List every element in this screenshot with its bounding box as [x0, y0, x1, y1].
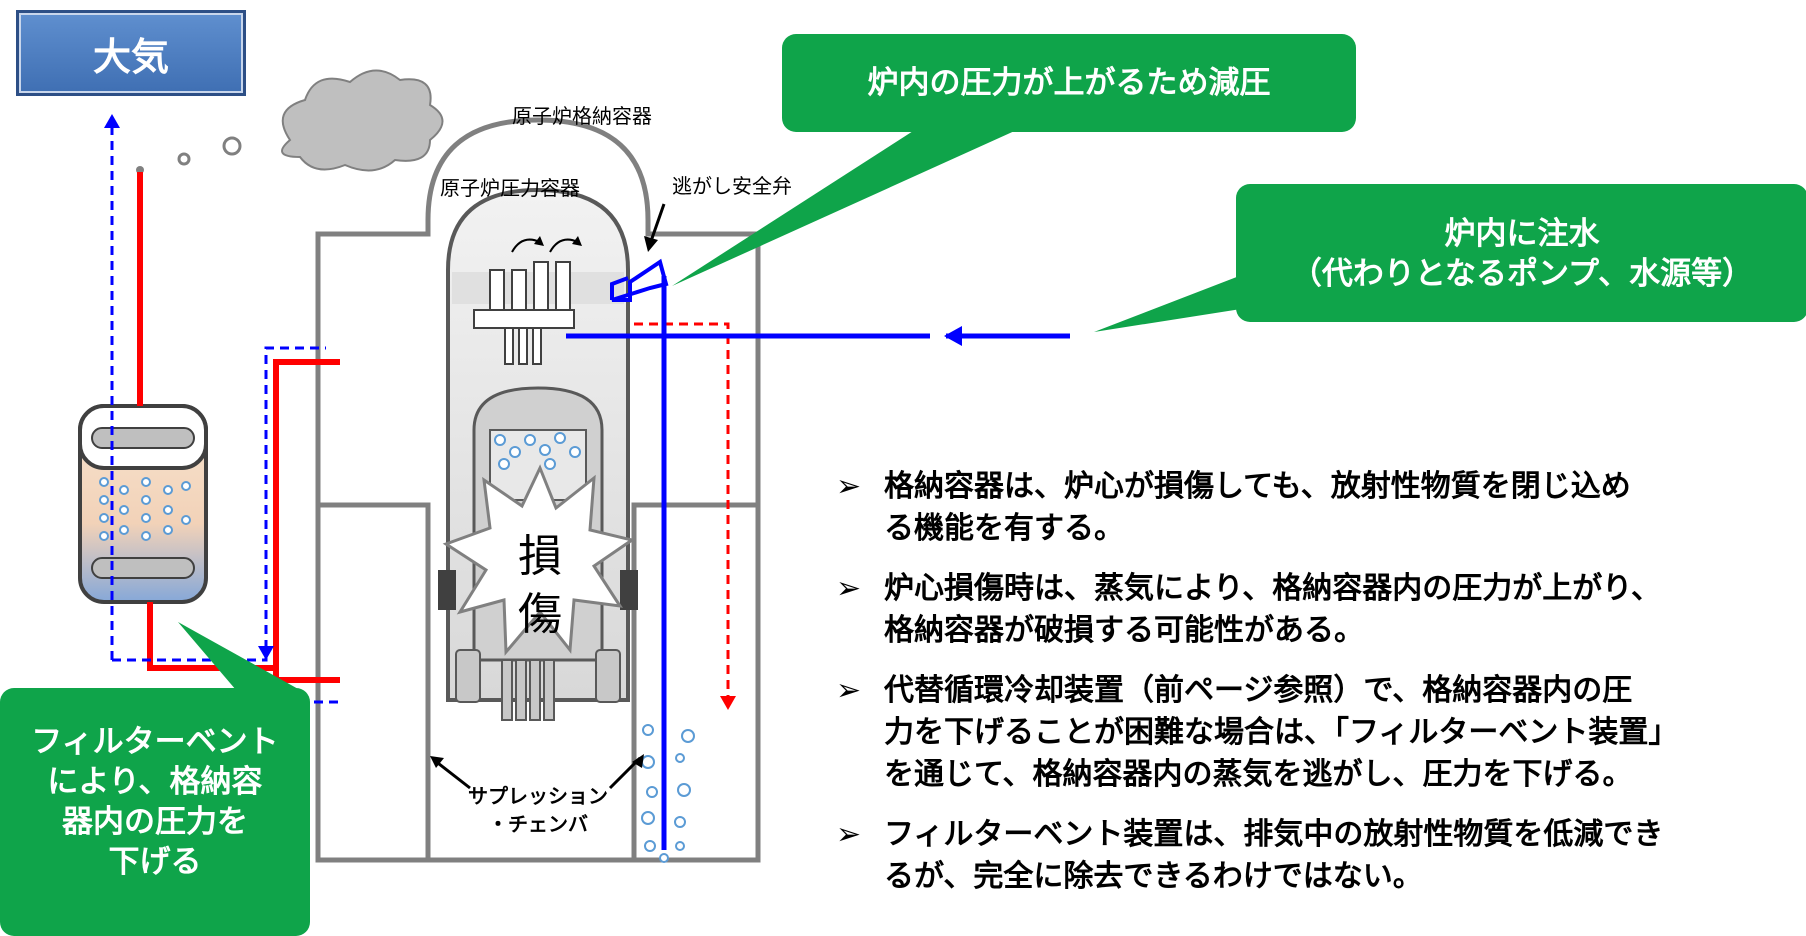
callout-depressurize: 炉内の圧力が上がるため減圧 [782, 34, 1356, 132]
bullet-arrow-icon: ➢ [836, 571, 862, 606]
callout-filter-line: 下げる [108, 844, 202, 880]
bullet-arrow-icon: ➢ [836, 817, 862, 852]
bullet-text: 力を下げることが困難な場合は、「フィルターベント装置」 [884, 715, 1679, 750]
relief-valve-icon [610, 203, 669, 850]
cloud-icon [136, 69, 444, 174]
relief-valve-label: 逃がし安全弁 [672, 174, 792, 198]
callout-filter-vent: フィルターベント により、格納容 器内の圧力を 下げる [0, 688, 310, 936]
damage-char: 損 [518, 531, 562, 582]
bullet-text: フィルターベント装置は、排気中の放射性物質を低減でき [884, 817, 1664, 852]
damage-char: 傷 [518, 589, 562, 640]
containment-vessel-label: 原子炉格納容器 [512, 104, 652, 128]
pressure-vessel-label: 原子炉圧力容器 [440, 176, 580, 200]
damage-label: 損 傷 [510, 528, 570, 644]
callout-filter-line: により、格納容 [47, 764, 263, 800]
explanation-list: ➢ 格納容器は、炉心が損傷しても、放射性物質を閉じ込め る機能を有する。 ➢ 炉… [836, 466, 1806, 916]
bullet-text: 格納容器は、炉心が損傷しても、放射性物質を閉じ込め [884, 469, 1631, 504]
bullet-item: ➢ 炉心損傷時は、蒸気により、格納容器内の圧力が上がり、 格納容器が破損する可能… [836, 568, 1806, 652]
suppression-label-line1: サプレッション [468, 784, 608, 808]
bullet-item: ➢ 格納容器は、炉心が損傷しても、放射性物質を閉じ込め る機能を有する。 [836, 466, 1806, 550]
callout-filter-line: フィルターベント [31, 724, 279, 760]
callout-water-injection: 炉内に注水 （代わりとなるポンプ、水源等） [1236, 184, 1806, 322]
bullet-arrow-icon: ➢ [836, 469, 862, 504]
bullet-text: る機能を有する。 [884, 511, 1124, 546]
bullet-item: ➢ 代替循環冷却装置（前ページ参照）で、格納容器内の圧 力を下げることが困難な場… [836, 670, 1806, 796]
bullet-text: 格納容器が破損する可能性がある。 [884, 613, 1364, 648]
callout-tails [178, 124, 1260, 690]
callout-inject-line1: 炉内に注水 [1444, 216, 1600, 252]
bullet-text: を通じて、格納容器内の蒸気を逃がし、圧力を下げる。 [884, 757, 1633, 792]
injection-line [566, 326, 1070, 346]
bubbles [641, 724, 695, 863]
bullet-arrow-icon: ➢ [836, 673, 862, 708]
atmosphere-text: 大気 [92, 34, 169, 79]
atmosphere-label: 大気 [16, 10, 246, 96]
callout-inject-line2: （代わりとなるポンプ、水源等） [1290, 256, 1754, 292]
suppression-chamber-label: サプレッション ・チェンバ [448, 782, 628, 838]
bullet-text: 炉心損傷時は、蒸気により、格納容器内の圧力が上がり、 [884, 571, 1661, 606]
bullet-text: るが、完全に除去できるわけではない。 [884, 859, 1423, 894]
damage-burst-icon [442, 464, 636, 656]
bullet-item: ➢ フィルターベント装置は、排気中の放射性物質を低減でき るが、完全に除去できる… [836, 814, 1806, 898]
vent-line [137, 172, 340, 683]
callout-depressurize-text: 炉内の圧力が上がるため減圧 [867, 65, 1271, 101]
filter-vent-tank [78, 404, 208, 604]
bullet-text: 代替循環冷却装置（前ページ参照）で、格納容器内の圧 [884, 673, 1633, 708]
suppression-label-line2: ・チェンバ [488, 812, 588, 836]
callout-filter-line: 器内の圧力を [62, 804, 248, 840]
